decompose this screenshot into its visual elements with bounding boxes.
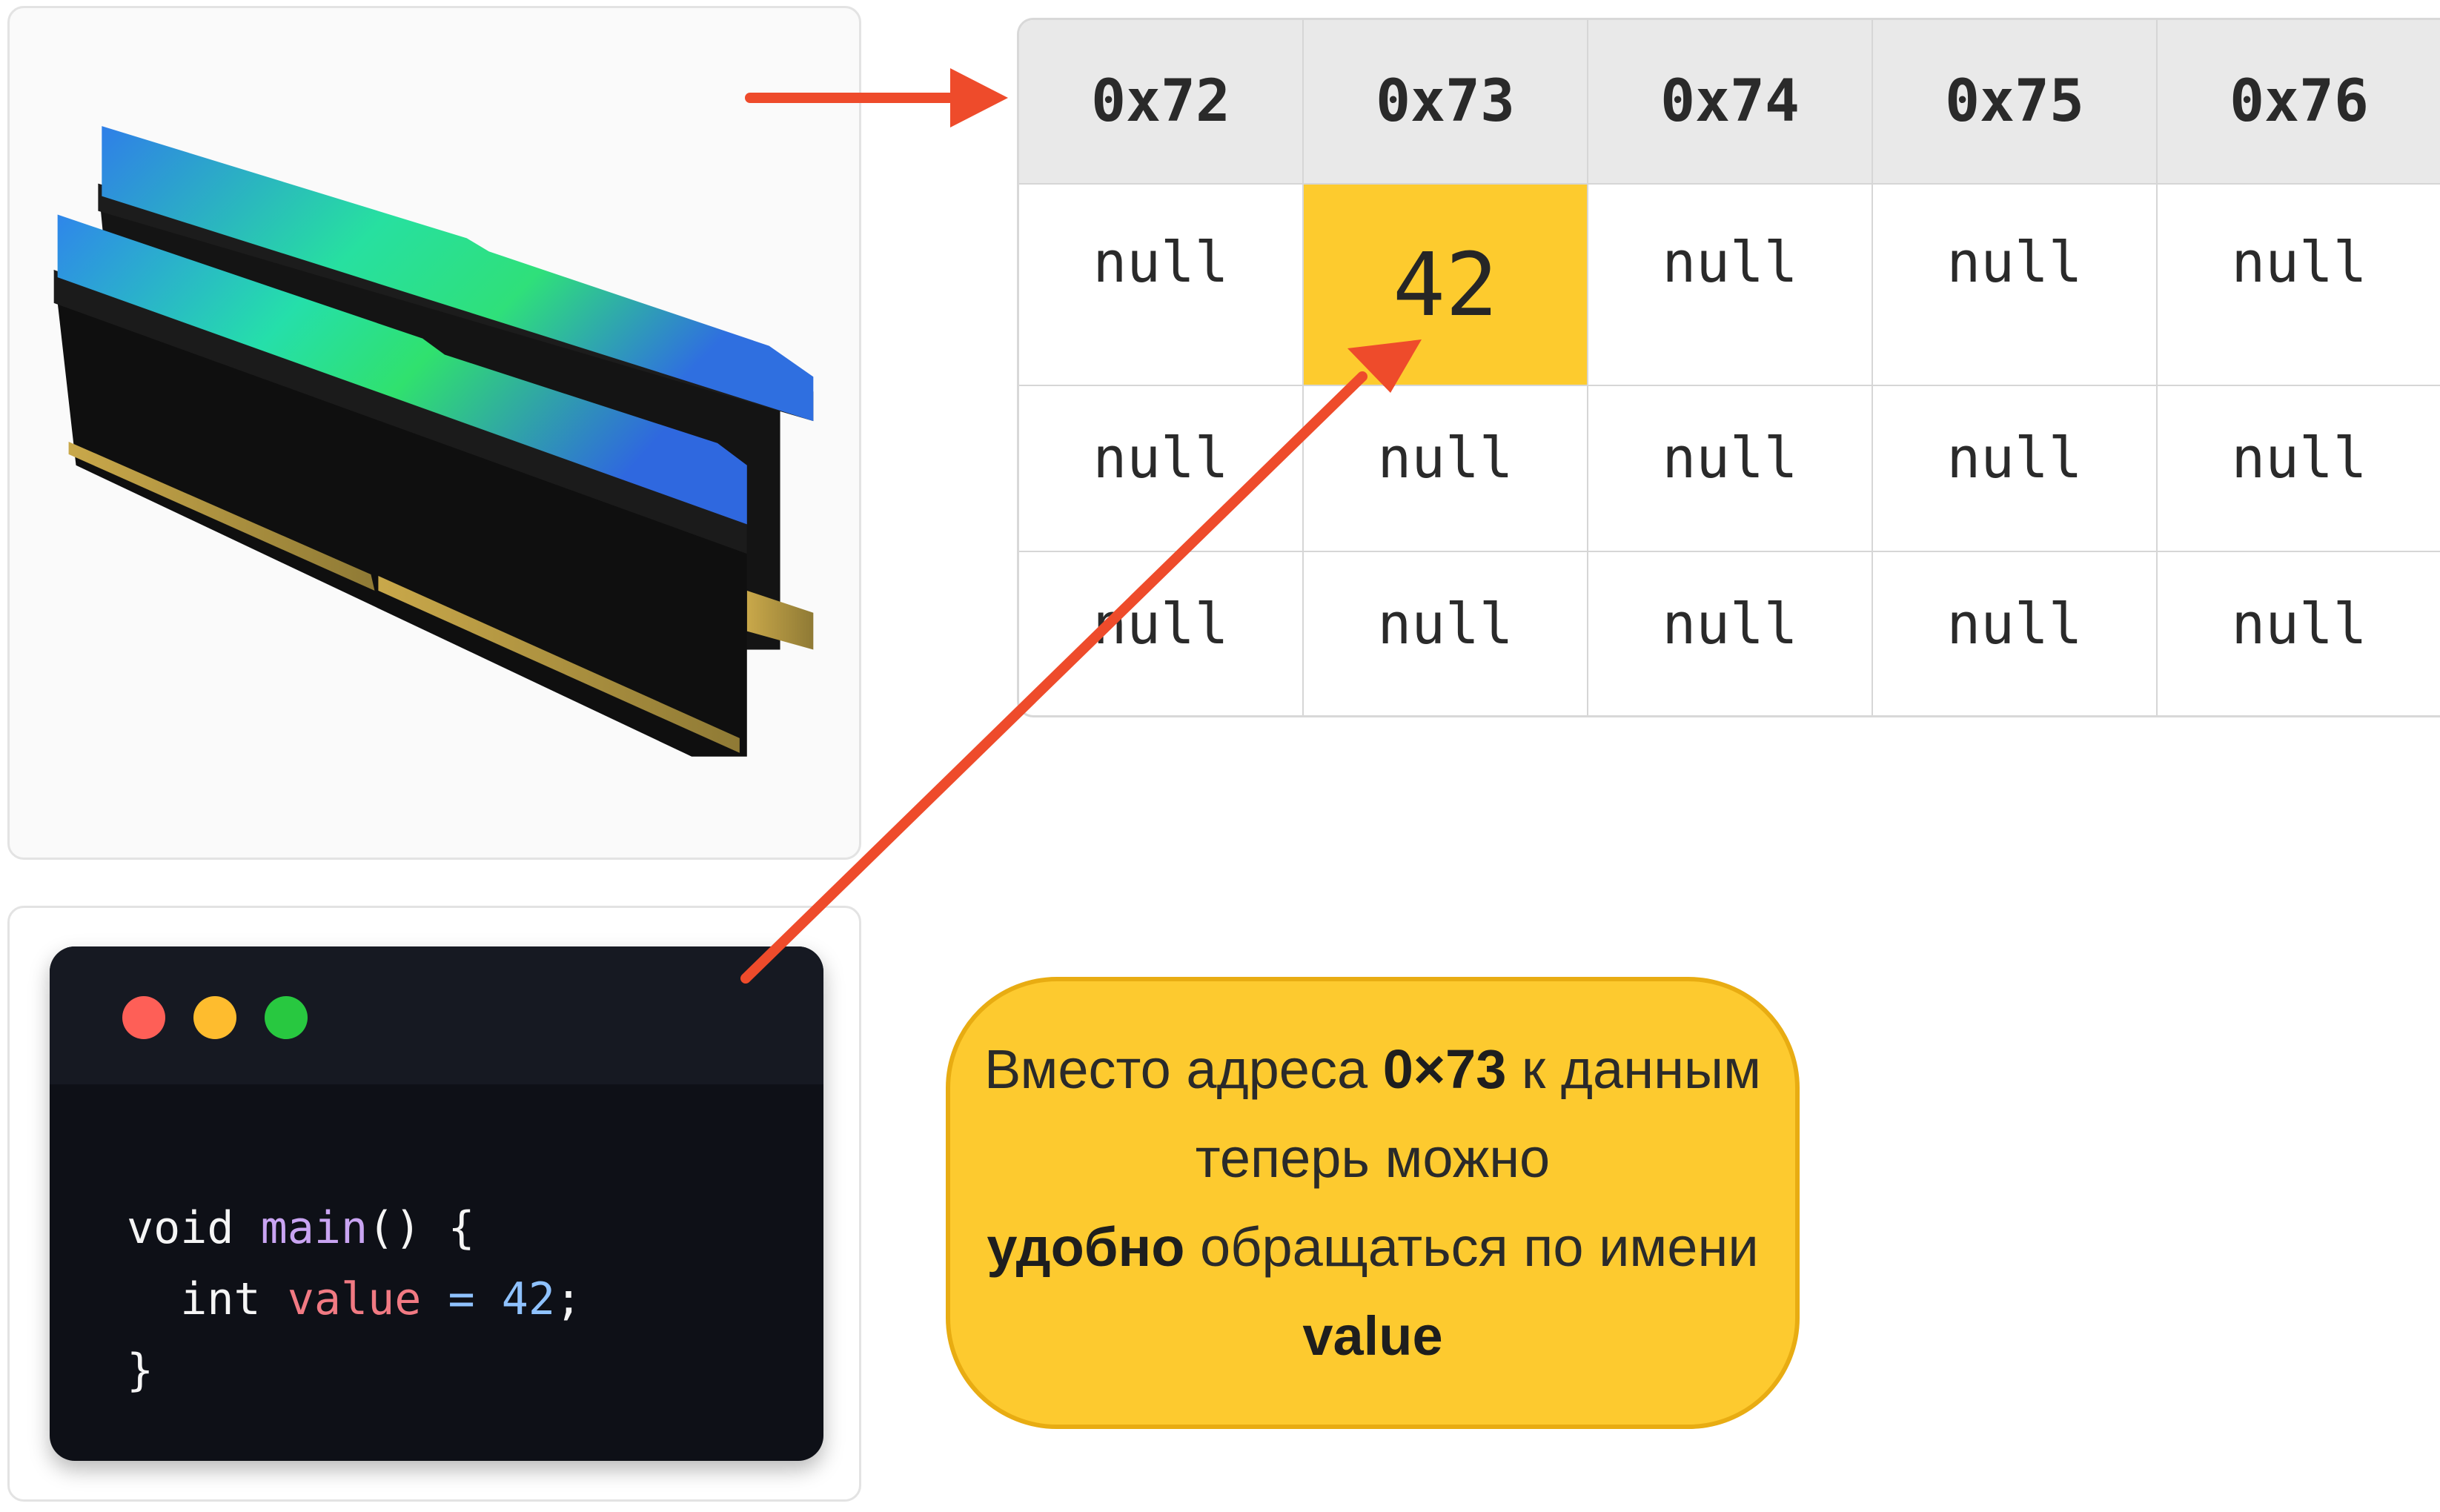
ram-stick-front xyxy=(53,214,747,757)
memory-cell: null xyxy=(1873,386,2158,552)
memory-cell: null xyxy=(2158,386,2440,552)
callout-text-part2: к данным теперь можно xyxy=(1195,1038,1761,1189)
address-header-0x74: 0x74 xyxy=(1588,20,1873,185)
memory-cell: null xyxy=(1304,386,1588,552)
code-panel: void main() { int value = 42; } xyxy=(7,906,861,1502)
code-snippet: void main() { int value = 42; } xyxy=(127,1193,582,1406)
code-window-titlebar xyxy=(50,946,823,1084)
address-header-0x75: 0x75 xyxy=(1873,20,2158,185)
ram-module-icon xyxy=(53,126,814,757)
memory-cell: null xyxy=(1019,552,1304,715)
memory-cell: null xyxy=(1873,185,2158,386)
code-closing-brace: } xyxy=(127,1344,154,1396)
memory-cell: null xyxy=(1588,185,1873,386)
code-variable-name: value xyxy=(287,1273,422,1325)
callout-bold-variable: value xyxy=(1302,1305,1443,1367)
code-operator: = xyxy=(448,1273,475,1325)
memory-cell: null xyxy=(1588,386,1873,552)
memory-cell: null xyxy=(1873,552,2158,715)
callout-bold-convenient: удобно xyxy=(987,1216,1185,1278)
address-header-0x76: 0x76 xyxy=(2158,20,2440,185)
minimize-dot-icon[interactable] xyxy=(193,996,236,1039)
address-header-0x72: 0x72 xyxy=(1019,20,1304,185)
close-dot-icon[interactable] xyxy=(122,996,165,1039)
address-header-0x73: 0x73 xyxy=(1304,20,1588,185)
maximize-dot-icon[interactable] xyxy=(265,996,308,1039)
memory-cell: null xyxy=(1019,185,1304,386)
callout-bold-address: 0×73 xyxy=(1382,1038,1507,1100)
code-number-literal: 42 xyxy=(501,1273,555,1325)
callout-text: Вместо адреса 0×73 к данным теперь можно… xyxy=(950,1025,1795,1381)
code-line1-rest: () { xyxy=(368,1202,475,1254)
code-function-name: main xyxy=(260,1202,368,1254)
highlighted-memory-cell: 42 xyxy=(1304,185,1588,386)
code-semicolon: ; xyxy=(555,1273,583,1325)
memory-cell: null xyxy=(1304,552,1588,715)
memory-cell: null xyxy=(1019,386,1304,552)
code-keyword-void: void xyxy=(127,1202,234,1254)
code-window: void main() { int value = 42; } xyxy=(50,946,823,1461)
callout-text-part1: Вместо адреса xyxy=(984,1038,1383,1100)
memory-cell: null xyxy=(1588,552,1873,715)
explanation-callout: Вместо адреса 0×73 к данным теперь можно… xyxy=(946,977,1800,1429)
memory-cell: null xyxy=(2158,185,2440,386)
code-type-int: int xyxy=(180,1273,261,1325)
ram-image-panel xyxy=(7,6,861,860)
memory-cell: null xyxy=(2158,552,2440,715)
callout-text-part3: обращаться по имени xyxy=(1184,1216,1759,1278)
